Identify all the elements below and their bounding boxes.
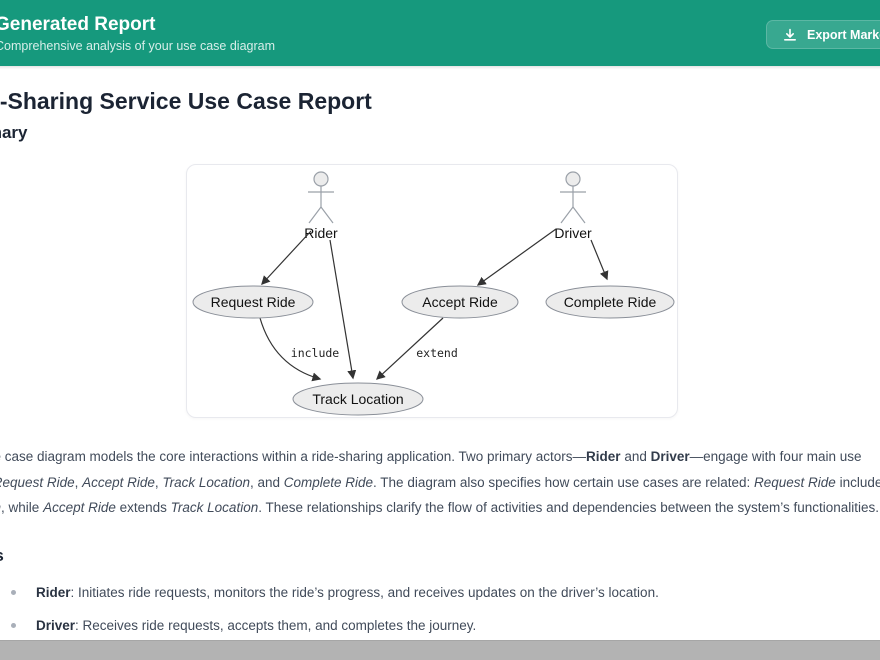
export-button-label: Export Markdown [807, 27, 880, 42]
actors-list: Rider: Initiates ride requests, monitors… [0, 585, 880, 633]
use-case-diagram: Rider Driver [192, 171, 675, 416]
app-title: Generated Report [0, 14, 156, 35]
use-case-request-ride: Request Ride [192, 285, 314, 319]
app-header: Generated Report Comprehensive analysis … [0, 0, 880, 66]
edge-driver-accept-ride [476, 228, 557, 286]
edge-extend [376, 317, 444, 380]
complete-ride-label: Complete Ride [564, 294, 657, 310]
use-case-complete-ride: Complete Ride [545, 285, 675, 319]
horizontal-scrollbar[interactable] [0, 640, 880, 660]
use-case-diagram-card: Rider Driver [186, 164, 678, 418]
report-title: Ride-Sharing Service Use Case Report [0, 88, 372, 114]
bullet-icon [11, 622, 16, 628]
report-content: Ride-Sharing Service Use Case Report Sum… [0, 86, 880, 633]
extend-edge-label: extend [416, 346, 458, 360]
scrolled-page: Generated Report Comprehensive analysis … [0, 0, 880, 633]
edge-rider-track-location [329, 239, 357, 380]
use-case-track-location: Track Location [292, 382, 424, 416]
include-edge-label: include [291, 346, 340, 360]
actor-description: : Receives ride requests, accepts them, … [75, 617, 477, 633]
actor-driver: Driver [554, 171, 592, 241]
actor-name: Rider [36, 584, 71, 600]
list-item-driver: Driver: Receives ride requests, accepts … [11, 618, 880, 633]
use-case-accept-ride: Accept Ride [401, 285, 519, 319]
edge-include [259, 317, 322, 382]
actor-description: : Initiates ride requests, monitors the … [70, 584, 659, 600]
summary-line-3: Location, while Accept Ride extends Trac… [0, 500, 880, 515]
export-markdown-button[interactable]: Export Markdown [766, 20, 880, 49]
list-item-rider: Rider: Initiates ride requests, monitors… [11, 585, 880, 600]
app-subtitle: Comprehensive analysis of your use case … [0, 39, 275, 53]
track-location-label: Track Location [312, 391, 403, 407]
bullet-icon [11, 589, 16, 595]
edge-driver-complete-ride [590, 239, 609, 281]
summary-paragraph: This use case diagram models the core in… [0, 444, 880, 521]
summary-line-1: This use case diagram models the core in… [0, 449, 862, 464]
actors-heading: Actors [0, 545, 880, 567]
actor-driver-label: Driver [554, 225, 592, 241]
request-ride-label: Request Ride [211, 294, 296, 310]
actor-name: Driver [36, 617, 76, 633]
download-icon [783, 28, 797, 42]
actor-rider-label: Rider [304, 225, 338, 241]
actor-rider: Rider [304, 171, 338, 241]
accept-ride-label: Accept Ride [422, 294, 498, 310]
edge-rider-request-ride [261, 230, 312, 285]
summary-heading: Summary [0, 123, 28, 142]
summary-line-2: cases: Request Ride, Accept Ride, Track … [0, 474, 880, 490]
